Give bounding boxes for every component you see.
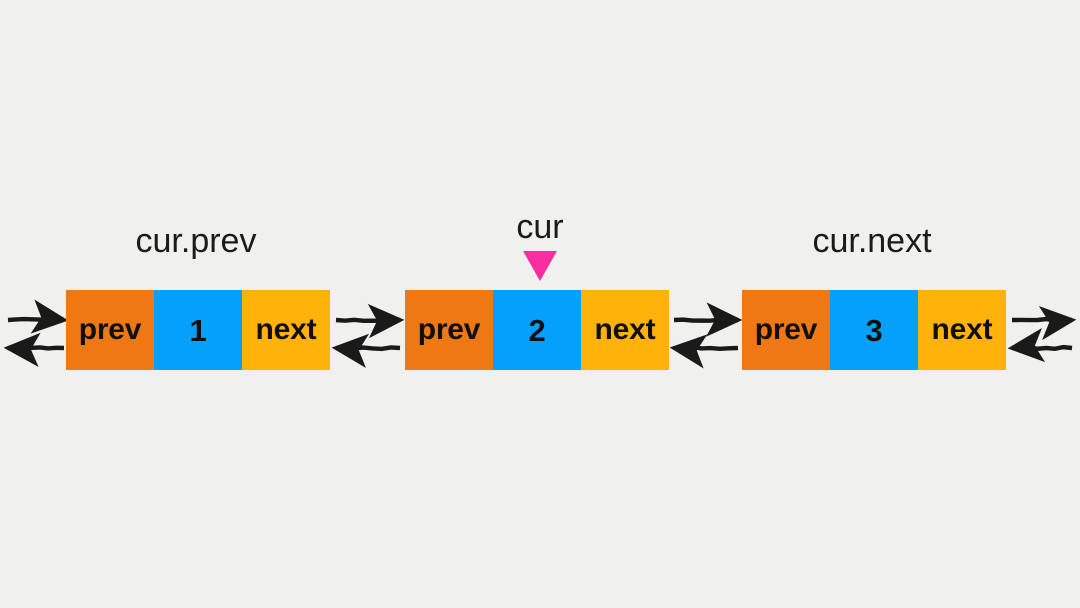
list-node-3[interactable]: prev 3 next xyxy=(742,290,1006,370)
arrows-left-edge-backward xyxy=(3,332,65,367)
list-node-1[interactable]: prev 1 next xyxy=(66,290,330,370)
node-2-value-field: 2 xyxy=(493,290,581,370)
node-2-prev-field: prev xyxy=(405,290,493,370)
pointer-label-cur-next: cur.next xyxy=(812,222,932,260)
arrows-node2-node3-backward xyxy=(669,334,739,369)
node-3-prev-field: prev xyxy=(742,290,830,370)
pointer-label-cur-prev: cur.prev xyxy=(135,222,257,260)
node-1-prev-field: prev xyxy=(66,290,154,370)
list-node-2[interactable]: prev 2 next xyxy=(405,290,669,370)
arrows-node1-node2-forward xyxy=(335,303,405,339)
node-1-next-field: next xyxy=(242,290,330,370)
arrows-right-edge-forward xyxy=(1011,305,1077,341)
arrows-node2-node3-forward xyxy=(673,302,743,337)
node-2-next-field: next xyxy=(581,290,669,370)
cursor-marker-triangle-icon xyxy=(523,251,557,281)
arrows-left-edge-forward xyxy=(7,299,69,334)
node-3-value-field: 3 xyxy=(830,290,918,370)
pointer-label-cur: cur xyxy=(516,208,564,246)
node-1-value-field: 1 xyxy=(154,290,242,370)
node-3-next-field: next xyxy=(918,290,1006,370)
arrows-right-edge-backward xyxy=(1007,328,1073,363)
arrows-node1-node2-backward xyxy=(331,333,401,368)
